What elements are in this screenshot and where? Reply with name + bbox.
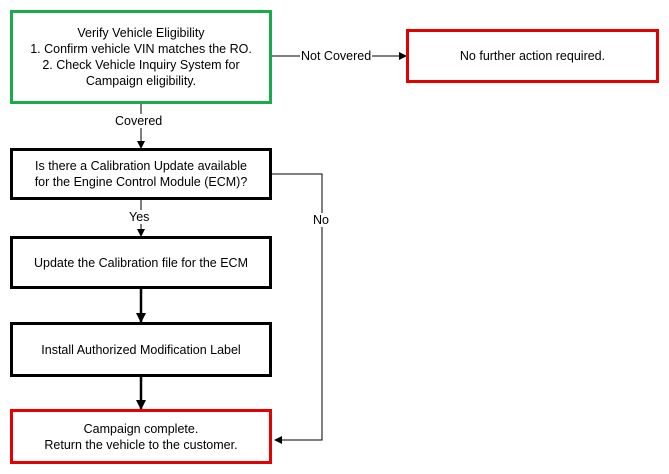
complete-line-1: Campaign complete. bbox=[83, 421, 199, 436]
verify-line-2: 1. Confirm vehicle VIN matches the RO. bbox=[30, 42, 252, 56]
edge-label-not-covered: Not Covered bbox=[300, 49, 373, 63]
edge-label-no: No bbox=[312, 213, 330, 227]
install-line-1: Install Authorized Modification Label bbox=[41, 342, 241, 357]
connector-no bbox=[272, 173, 323, 444]
verify-eligibility-box: Verify Vehicle Eligibility 1. Confirm ve… bbox=[10, 10, 272, 104]
verify-line-4: Campaign eligibility. bbox=[85, 74, 197, 88]
edge-label-covered: Covered bbox=[114, 114, 164, 128]
campaign-complete-box: Campaign complete. Return the vehicle to… bbox=[10, 409, 272, 464]
no-action-line-1: No further action required. bbox=[459, 49, 606, 63]
calibration-question-line-1: Is there a Calibration Update available bbox=[35, 159, 247, 173]
edge-label-yes: Yes bbox=[128, 210, 151, 224]
update-calibration-box: Update the Calibration file for the ECM bbox=[10, 236, 272, 289]
calibration-question-box: Is there a Calibration Update available … bbox=[10, 148, 272, 200]
calibration-question-line-2: for the Engine Control Module (ECM)? bbox=[34, 175, 248, 189]
verify-line-3: 2. Check Vehicle Inquiry System for bbox=[42, 58, 240, 72]
no-further-action-box: No further action required. bbox=[406, 29, 659, 83]
update-line-1: Update the Calibration file for the ECM bbox=[34, 255, 248, 270]
verify-line-1: Verify Vehicle Eligibility bbox=[77, 26, 205, 40]
install-label-box: Install Authorized Modification Label bbox=[10, 322, 272, 377]
complete-line-2: Return the vehicle to the customer. bbox=[44, 437, 238, 452]
